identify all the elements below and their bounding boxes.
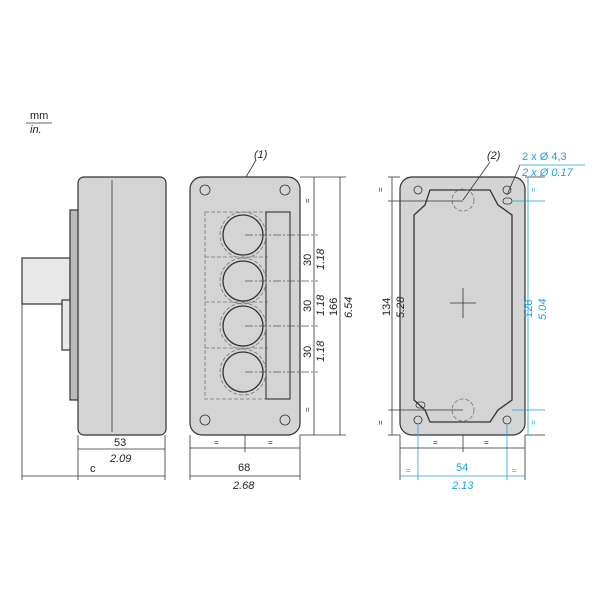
equal-mark: = [214,438,219,447]
callout-1: (1) [254,149,268,161]
pitch-mm-2: 30 [302,300,314,312]
units-legend: mm in. [26,110,52,136]
hole-dia-mm: 2 x Ø 4,3 [522,151,567,163]
equal-mark: = [303,407,312,412]
equal-mark: = [512,466,517,475]
front-view: = = 30 1.18 30 1.18 30 1.18 166 6.54 = =… [189,149,355,492]
front-width-in: 2.68 [232,480,255,492]
front-height-mm: 166 [328,298,340,316]
hole-dia-in: 2 x Ø 0.17 [521,167,574,179]
fix-height-in: 5.04 [537,299,549,320]
equal-mark: = [376,420,385,425]
rear-height-mm: 134 [381,298,393,316]
pitch-in-2: 1.18 [315,294,327,316]
fix-width-mm: 54 [456,462,468,474]
fix-height-mm: 128 [523,300,535,318]
pitch-mm-1: 30 [302,254,314,266]
equal-mark: = [268,438,273,447]
rear-view: = = 134 5.28 = = 128 5.04 = = = = 54 2.1… [376,150,585,492]
side-view: 53 2.09 c [21,176,167,480]
callout-2: (2) [487,150,501,162]
pitch-in-1: 1.18 [315,248,327,270]
rear-height-in: 5.28 [395,296,407,318]
equal-mark: = [433,438,438,447]
equal-mark: = [303,198,312,203]
equal-mark: = [406,466,411,475]
pitch-mm-3: 30 [302,346,314,358]
unit-mm: mm [30,110,48,122]
equal-mark: = [376,187,385,192]
unit-in: in. [30,124,42,136]
equal-mark: = [484,438,489,447]
equal-mark: = [529,420,538,425]
front-width-mm: 68 [238,462,250,474]
equal-mark: = [529,187,538,192]
side-depth-mm: 53 [114,437,126,449]
pitch-in-3: 1.18 [315,340,327,362]
side-overall: c [90,463,96,475]
front-height-in: 6.54 [343,297,355,318]
fix-width-in: 2.13 [451,480,474,492]
side-depth-in: 2.09 [109,453,131,465]
